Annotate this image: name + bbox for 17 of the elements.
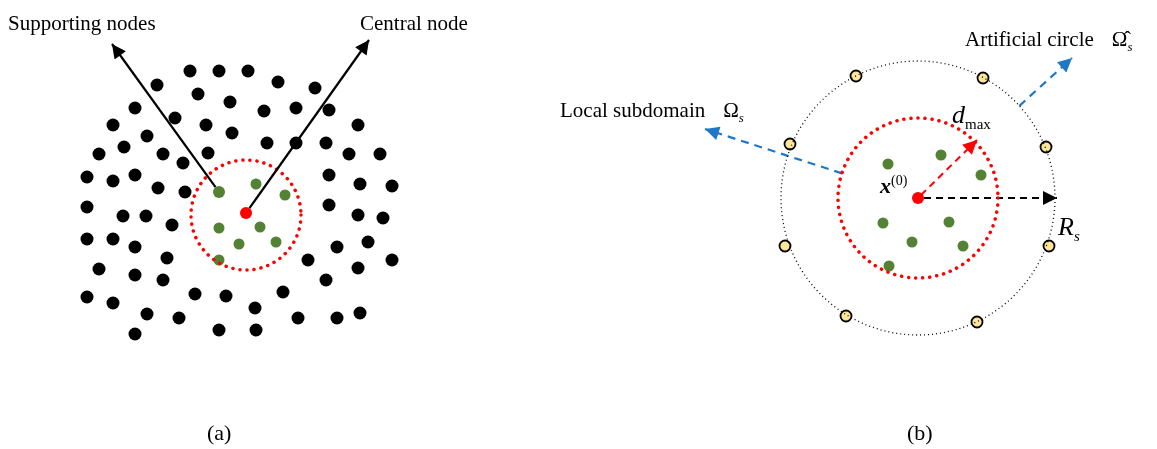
- math-label: d$_{max}$: [952, 102, 991, 135]
- symbol-text: Ω$_{s}$: [723, 97, 744, 128]
- label-text: Central node: [360, 10, 468, 36]
- arrow: [111, 43, 217, 188]
- arrow: [248, 39, 370, 209]
- arrow: [704, 126, 843, 175]
- math-label: R$_{s}$: [1058, 214, 1080, 247]
- label-text: Local subdomain: [560, 97, 706, 123]
- math-label: x$^{(0)}$: [880, 172, 908, 200]
- node-point: [213, 186, 225, 198]
- symbol-text: Ω̂$_{s}$: [1111, 26, 1133, 57]
- node-point: [240, 207, 252, 219]
- label-text: Supporting nodes: [8, 10, 156, 36]
- label-text: Artificial circle: [965, 26, 1094, 52]
- panel-label: (b): [907, 420, 933, 446]
- panel-label: (a): [207, 420, 232, 446]
- arrow: [1018, 57, 1073, 107]
